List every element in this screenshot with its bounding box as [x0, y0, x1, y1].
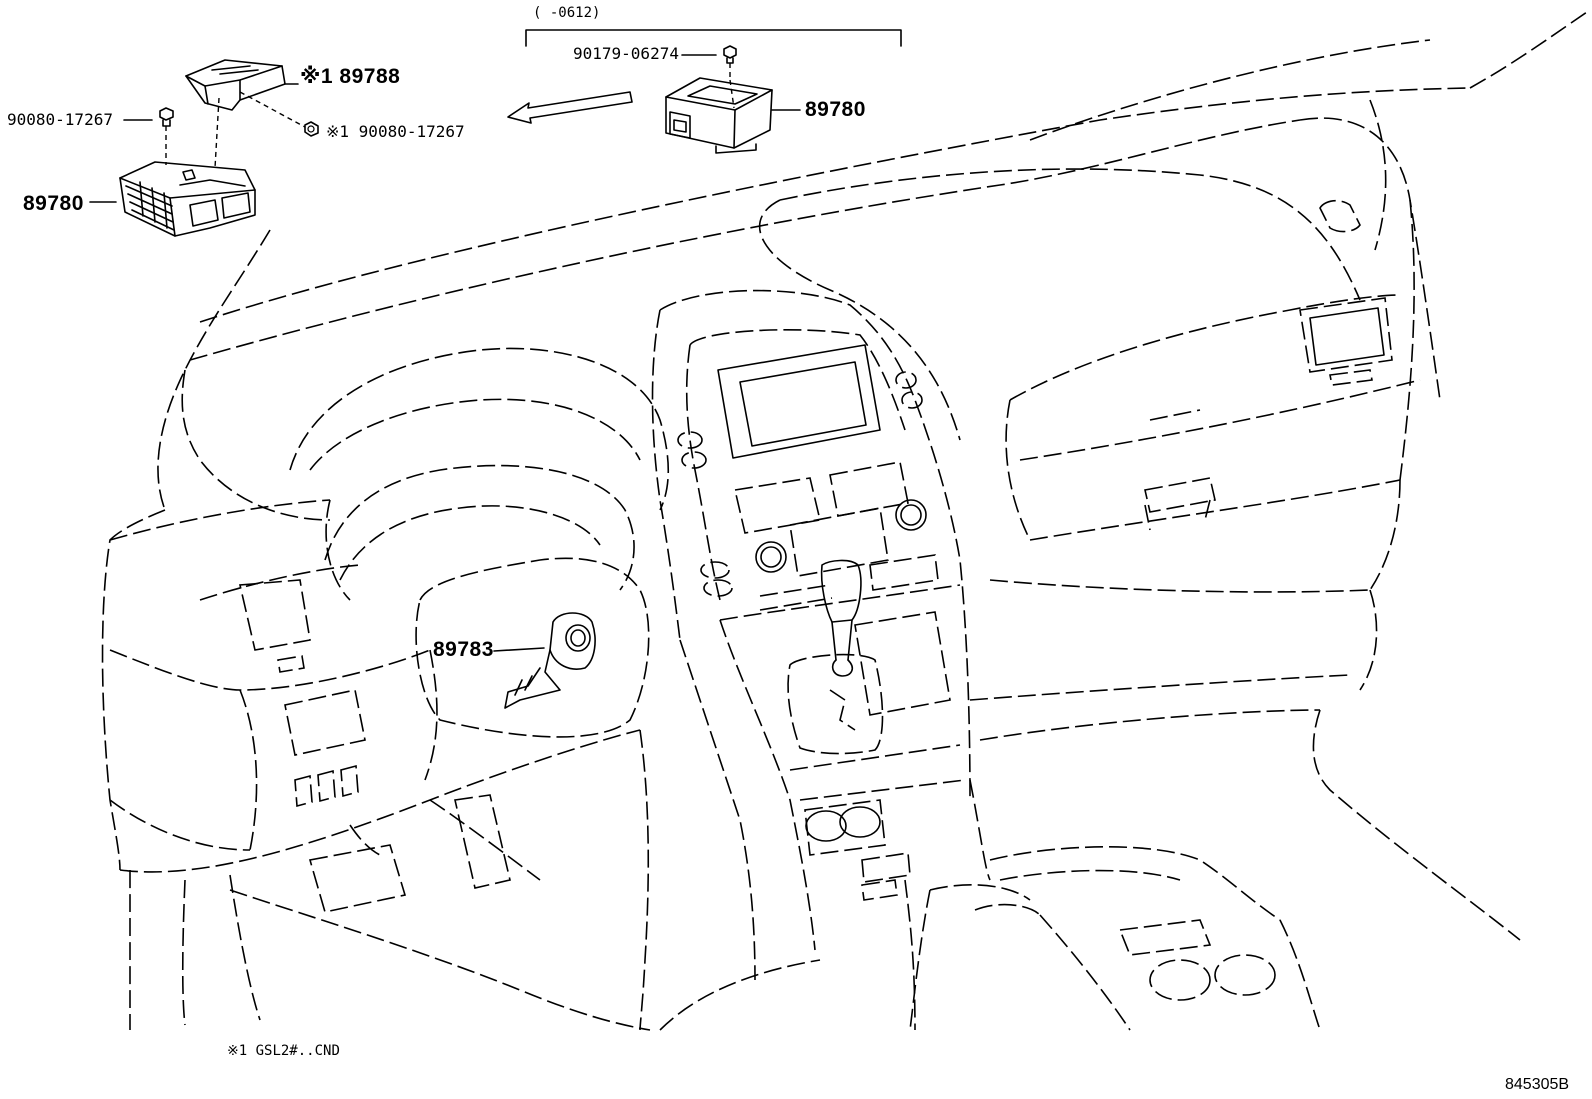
label-90080-right: ※1 90080-17267 — [326, 122, 465, 141]
label-89780-right: 89780 — [805, 98, 866, 121]
label-90179: 90179-06274 — [573, 44, 679, 63]
direction-arrow — [507, 91, 633, 124]
label-89780-left: 89780 — [23, 192, 84, 215]
part-89783-key-cylinder — [493, 612, 596, 709]
part-89780-left-ecu — [89, 161, 256, 237]
bolt-90080-left — [123, 97, 220, 169]
label-90080-left: 90080-17267 — [7, 110, 113, 129]
period-note: ( -0612) — [533, 5, 601, 21]
part-89780-right-module — [665, 77, 801, 154]
bolt-90080-right — [239, 91, 319, 137]
bolt-90179 — [681, 45, 737, 80]
part-89788-cover — [185, 59, 299, 111]
label-89783: 89783 — [433, 638, 494, 661]
variant-bracket — [525, 29, 902, 47]
label-89788: ※1 89788 — [300, 65, 401, 88]
reference-code: 845305B — [1505, 1076, 1570, 1093]
dashboard-outline — [101, 9, 1591, 1031]
footnote: ※1 GSL2#..CND — [227, 1043, 340, 1059]
